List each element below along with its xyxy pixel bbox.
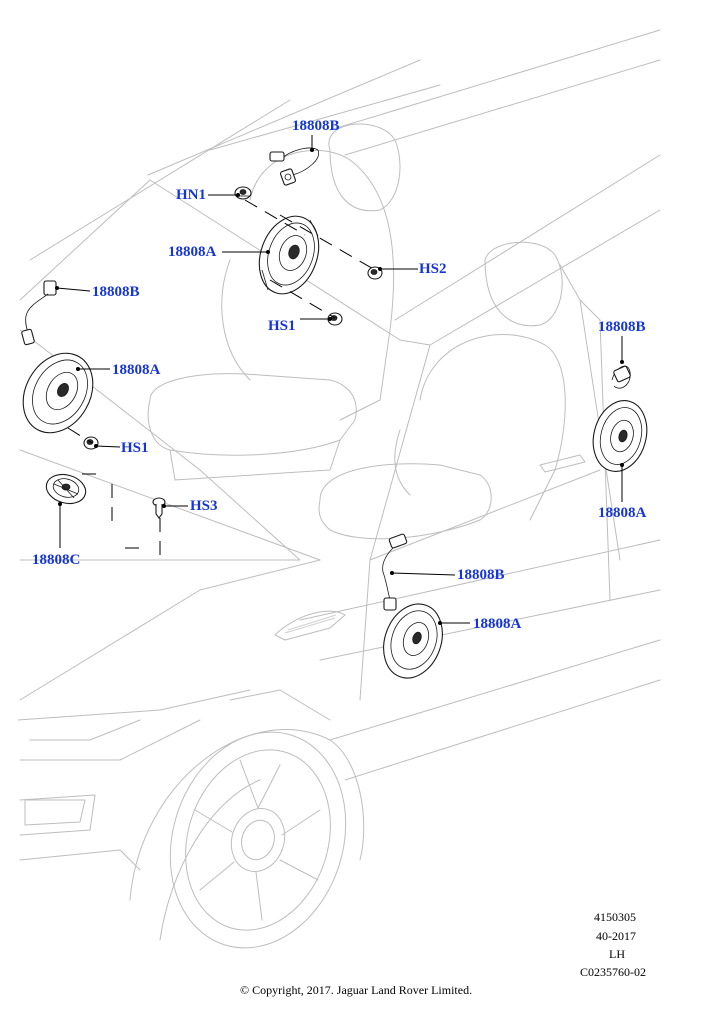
date-code: 40-2017 [596,929,636,943]
wiring-harness-right [611,365,631,389]
callout-speaker-right: 18808A [598,505,647,521]
callout-speaker-left: 18808A [112,362,161,378]
speaker-left [22,352,94,434]
callout-harness-top: 18808B [292,118,340,134]
speaker-lower [383,603,443,679]
vehicle-outline [17,29,661,949]
side-indicator: LH [609,947,625,961]
callout-harness-lower: 18808B [457,567,505,583]
callout-screw-hs3: HS3 [190,498,218,514]
callout-harness-left: 18808B [92,284,140,300]
speaker-upper [258,215,320,295]
callout-speaker-lower: 18808A [473,616,522,632]
callout-screw-hs1-lower: HS1 [121,440,149,456]
grommet-hn1 [234,186,252,200]
wiring-harness-lower [382,533,408,611]
speaker-right [592,400,648,472]
leader-lines [55,135,624,625]
callout-speaker-upper: 18808A [168,244,217,260]
callout-screw-hs1-upper: HS1 [268,318,296,334]
parts-layer [21,147,648,679]
tweeter-18808c [45,473,87,505]
callout-grommet-hn1: HN1 [176,187,206,203]
assembly-paths [67,199,376,560]
wiring-harness-left [21,280,57,346]
callout-tweeter: 18808C [32,552,81,568]
callout-screw-hs2: HS2 [419,261,447,277]
illustration-number: 4150305 [594,910,636,924]
screw-hs3 [152,497,166,519]
callout-harness-right: 18808B [598,319,646,335]
catalogue-code: C0235760-02 [580,965,646,979]
copyright-notice: © Copyright, 2017. Jaguar Land Rover Lim… [240,983,473,997]
wiring-harness-top [269,147,319,186]
